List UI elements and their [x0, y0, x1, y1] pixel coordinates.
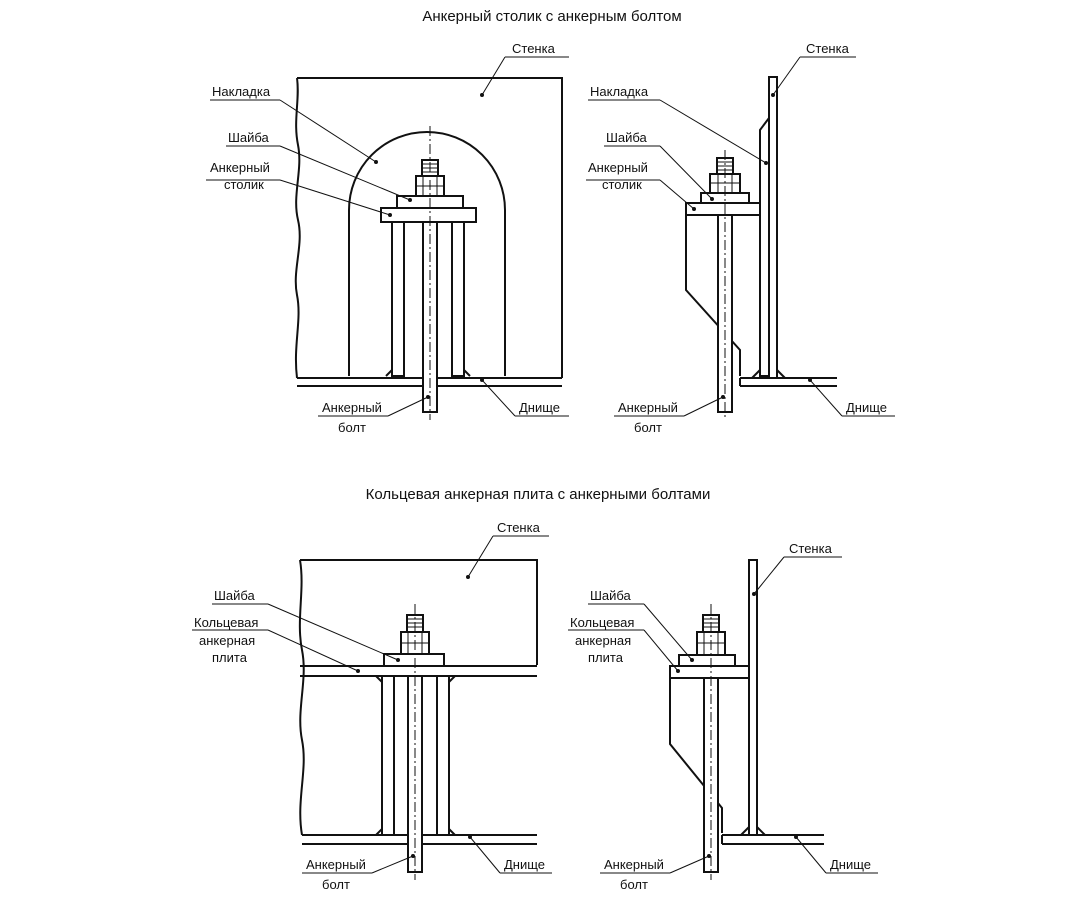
figure-chair-front [294, 77, 563, 420]
label-pad: Накладка [590, 84, 649, 99]
label-chair-2: столик [224, 177, 264, 192]
labels-fig4: Стенка Шайба Кольцевая анкерная плита Ан… [570, 541, 871, 892]
label-wall: Стенка [497, 520, 541, 535]
leaders-fig2 [586, 56, 895, 417]
figure-ring-front [298, 559, 538, 880]
label-bolt-2: болт [338, 420, 366, 435]
label-washer: Шайба [590, 588, 632, 603]
label-bottom: Днище [830, 857, 871, 872]
label-washer: Шайба [606, 130, 648, 145]
labels-fig2: Стенка Накладка Шайба Анкерный столик Ан… [588, 41, 887, 435]
label-chair-1: Анкерный [210, 160, 270, 175]
label-ring-1: Кольцевая [570, 615, 634, 630]
labels-fig3: Стенка Шайба Кольцевая анкерная плита Ан… [194, 520, 545, 892]
label-wall: Стенка [512, 41, 556, 56]
label-ring-2: анкерная [199, 633, 255, 648]
label-bolt-1: Анкерный [604, 857, 664, 872]
title-ring-plate: Кольцевая анкерная плита с анкерными бол… [366, 486, 711, 503]
label-ring-3: плита [588, 650, 624, 665]
leaders-fig3 [192, 535, 552, 874]
label-ring-3: плита [212, 650, 248, 665]
leaders-fig1 [206, 56, 569, 417]
label-bolt-1: Анкерный [306, 857, 366, 872]
label-bolt-1: Анкерный [618, 400, 678, 415]
label-ring-1: Кольцевая [194, 615, 258, 630]
leaders-fig4 [568, 556, 878, 874]
label-chair-1: Анкерный [588, 160, 648, 175]
label-chair-2: столик [602, 177, 642, 192]
label-bolt-1: Анкерный [322, 400, 382, 415]
title-anchor-chair: Анкерный столик с анкерным болтом [422, 8, 681, 25]
label-bottom: Днище [519, 400, 560, 415]
label-pad: Накладка [212, 84, 271, 99]
label-wall: Стенка [806, 41, 850, 56]
labels-fig1: Стенка Накладка Шайба Анкерный столик Ан… [210, 41, 560, 435]
figure-chair-side [685, 76, 837, 420]
label-washer: Шайба [228, 130, 270, 145]
label-washer: Шайба [214, 588, 256, 603]
label-bolt-2: болт [322, 877, 350, 892]
label-bottom: Днище [504, 857, 545, 872]
label-wall: Стенка [789, 541, 833, 556]
label-bottom: Днище [846, 400, 887, 415]
label-bolt-2: болт [634, 420, 662, 435]
figure-ring-side [669, 559, 824, 880]
label-ring-2: анкерная [575, 633, 631, 648]
label-bolt-2: болт [620, 877, 648, 892]
